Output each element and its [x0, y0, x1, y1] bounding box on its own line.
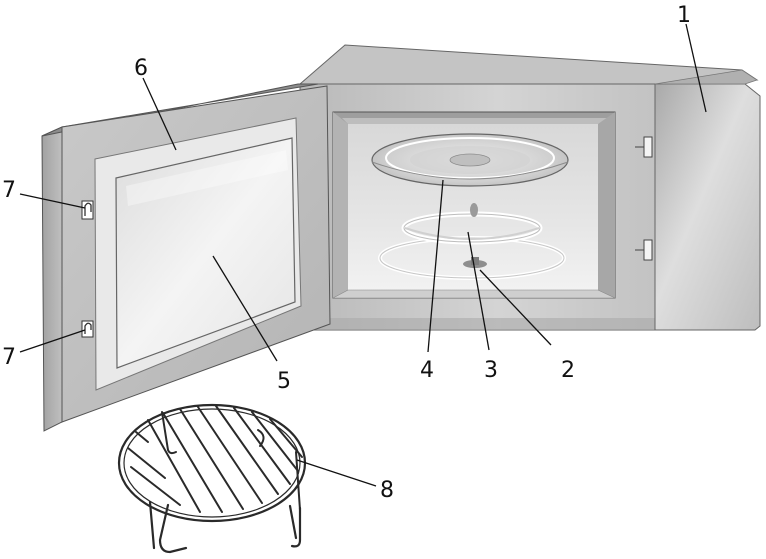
callout-8: 8: [380, 478, 394, 503]
leader-8: [297, 460, 376, 486]
glass-turntable: [372, 134, 568, 186]
callout-3: 3: [484, 358, 498, 383]
callout-6: 6: [134, 56, 148, 81]
door-side-edge: [42, 127, 62, 431]
latch-slot-upper: [644, 137, 652, 157]
callout-7-lower: 7: [2, 345, 16, 370]
callout-7-upper: 7: [2, 178, 16, 203]
turntable-spindle: [470, 203, 478, 217]
callout-5: 5: [277, 369, 291, 394]
callout-1: 1: [677, 3, 691, 28]
callout-4: 4: [420, 358, 434, 383]
door-hook-upper: [82, 201, 93, 219]
callout-2: 2: [561, 358, 575, 383]
oven-top-face: [300, 45, 757, 84]
door-hook-lower: [82, 321, 93, 337]
control-panel: [655, 70, 760, 330]
latch-slot-lower: [644, 240, 652, 260]
grill-rack: [119, 405, 305, 552]
